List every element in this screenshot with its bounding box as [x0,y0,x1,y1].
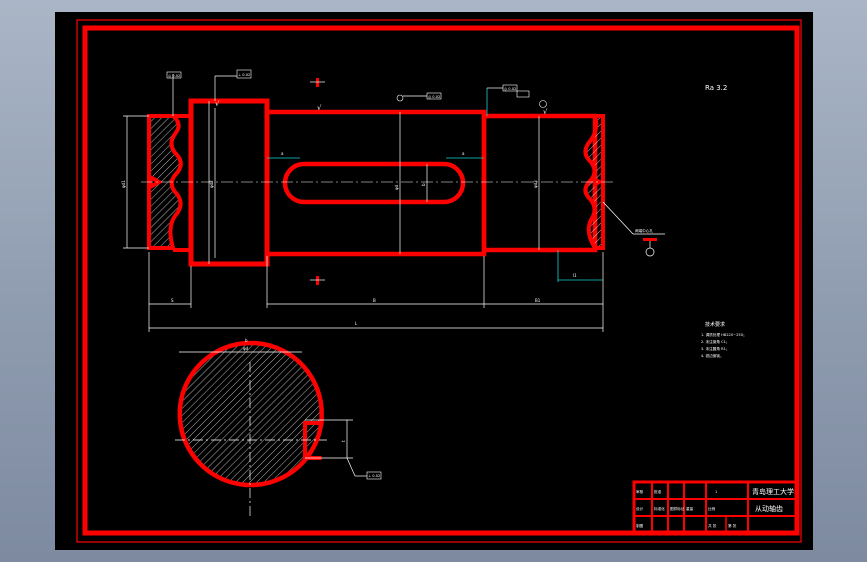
dim-dia-left: φd1 [121,180,126,188]
dim-dia-shoulder: φd2 [209,180,214,188]
middle-segment [264,109,487,257]
tb-cell-r1-2: 批准 [654,489,662,494]
tb-cell-r2-6: 比例 [708,506,716,511]
dim-right-offset: l1 [573,273,577,278]
callout-mid: ◎ 0.02 [396,92,442,102]
tech-note-4: 4. 锐边倒钝。 [701,353,724,358]
section-mark-bottom [316,276,319,285]
callout-centre-hole: 两端中心孔 [602,201,665,257]
svg-text:◎ 0.02: ◎ 0.02 [168,74,180,78]
callout-shoulder: ⊥ 0.02 [214,69,252,101]
tb-sheet-no: 1 [715,490,717,494]
roughness-2: √ [317,104,322,112]
tb-cell-r2-1: 设计 [636,506,644,511]
tech-note-2: 2. 未注倒角 C1； [701,339,729,344]
tb-cell-r2-2: 标准化 [654,506,665,511]
roughness-3: √ [543,108,548,116]
svg-text:两端中心孔: 两端中心孔 [635,228,653,233]
roughness-1: √ [215,100,220,108]
section-dim-dia: φd [243,346,249,351]
tb-cell-r3-3: 共 张 [708,523,717,528]
tb-cell-r3-1: 制图 [636,523,644,528]
tb-cell-r3-4: 第 张 [728,523,737,528]
callout-right: ◎ 0.02 [486,84,530,116]
dim-keyway-width: b [421,183,426,186]
dim-keyway-left: a [281,151,284,156]
callout-left: ◎ 0.02 [166,71,182,116]
dim-overall-length: L [355,321,358,326]
tech-notes: 技术要求 1. 调质处理 HB220~250； 2. 未注倒角 C1； 3. 未… [701,321,747,358]
section-view: φd b t ⊥ 0.02 [175,338,382,518]
section-dim-depth: t [341,440,346,442]
tb-cell-r2-3: 图样标记 [670,506,685,511]
shaft-main-view: φd1 φd2 φd b φd3 a a S B B1 L l1 [121,69,727,332]
dim-dia-right: φd3 [533,180,538,188]
dim-seg-left: S [171,298,174,303]
dim-dia-mid: φd [394,184,399,190]
tech-notes-heading: 技术要求 [705,321,725,328]
svg-text:◎ 0.02: ◎ 0.02 [428,95,440,99]
tb-part-name: 从动轴齿 [755,504,783,513]
tech-note-1: 1. 调质处理 HB220~250； [701,332,747,337]
keyway-slot [282,161,466,205]
tb-cell-r1-1: 审核 [636,489,644,494]
svg-text:◎ 0.02: ◎ 0.02 [504,87,516,91]
section-circle [177,340,324,488]
dim-seg-mid: B [373,298,376,303]
section-callout: ⊥ 0.02 [368,474,380,478]
cad-viewport[interactable]: φd1 φd2 φd b φd3 a a S B B1 L l1 [55,12,813,550]
outer-frame [76,19,802,543]
svg-text:⊥ 0.02: ⊥ 0.02 [238,73,250,77]
tech-note-3: 3. 未注圆角 R1； [701,346,729,351]
dim-seg-right: B1 [535,298,541,303]
inner-frame [82,25,800,536]
shoulder-segment [188,98,270,267]
section-mark-top [316,78,319,87]
right-segment [481,113,598,253]
dim-keyway-right: a [462,151,465,156]
tb-school: 青岛理工大学 [752,487,794,496]
drawing-canvas: φd1 φd2 φd b φd3 a a S B B1 L l1 [76,19,802,543]
title-block: 审核 批准 设计 标准化 图样标记 重量 比例 制图 共 张 第 张 1 青岛理… [632,480,799,535]
section-dim-width: b [245,338,248,343]
roughness-global: Ra 3.2 [705,84,727,92]
tb-cell-r2-5: 重量 [686,506,694,511]
